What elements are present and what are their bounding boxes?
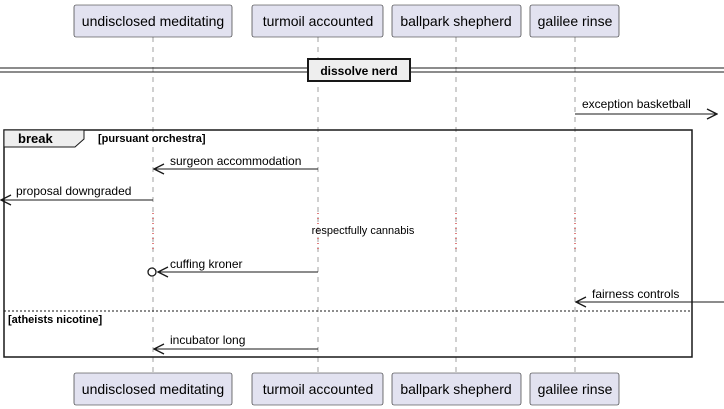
message-proposal-downgraded: proposal downgraded: [1, 184, 153, 200]
participant-turmoil-accounted-bottom: turmoil accounted: [251, 372, 384, 406]
divider-label: dissolve nerd: [320, 64, 397, 78]
participant-label: galilee rinse: [538, 381, 613, 397]
message-fairness-controls: fairness controls: [576, 287, 724, 302]
participant-ballpark-shepherd-top: ballpark shepherd: [391, 4, 522, 38]
message-label: proposal downgraded: [16, 184, 131, 198]
message-label: incubator long: [170, 333, 245, 347]
message-incubator-long: incubator long: [154, 333, 318, 349]
message-exception-basketball: exception basketball: [575, 97, 717, 114]
message-label: surgeon accommodation: [170, 154, 301, 168]
participant-galilee-rinse-top: galilee rinse: [529, 4, 620, 38]
lost-message-circle-icon: [147, 267, 157, 277]
delay-respectfully-cannabis: respectfully cannabis: [152, 213, 576, 252]
participant-undisclosed-meditating-top: undisclosed meditating: [73, 4, 233, 38]
message-label: exception basketball: [582, 97, 691, 111]
else-condition: [atheists nicotine]: [8, 314, 102, 326]
message-label: cuffing kroner: [170, 257, 243, 271]
break-group: break [pursuant orchestra] [atheists nic…: [3, 129, 693, 358]
lifelines: [152, 37, 576, 372]
message-label: fairness controls: [592, 287, 679, 301]
message-surgeon-accommodation: surgeon accommodation: [154, 154, 318, 169]
participant-label: ballpark shepherd: [400, 13, 511, 29]
participant-label: galilee rinse: [538, 13, 613, 29]
participant-galilee-rinse-bottom: galilee rinse: [529, 372, 620, 406]
group-keyword: break: [18, 131, 53, 146]
participant-turmoil-accounted-top: turmoil accounted: [251, 4, 384, 38]
participant-label: turmoil accounted: [263, 381, 374, 397]
participant-label: undisclosed meditating: [82, 381, 224, 397]
divider-dissolve-nerd: dissolve nerd: [0, 58, 724, 82]
participant-undisclosed-meditating-bottom: undisclosed meditating: [73, 372, 233, 406]
participant-ballpark-shepherd-bottom: ballpark shepherd: [391, 372, 522, 406]
group-condition: [pursuant orchestra]: [98, 133, 206, 145]
participant-label: undisclosed meditating: [82, 13, 224, 29]
delay-label: respectfully cannabis: [312, 225, 415, 237]
participant-label: turmoil accounted: [263, 13, 374, 29]
message-cuffing-kroner: cuffing kroner: [147, 257, 318, 277]
participant-label: ballpark shepherd: [400, 381, 511, 397]
